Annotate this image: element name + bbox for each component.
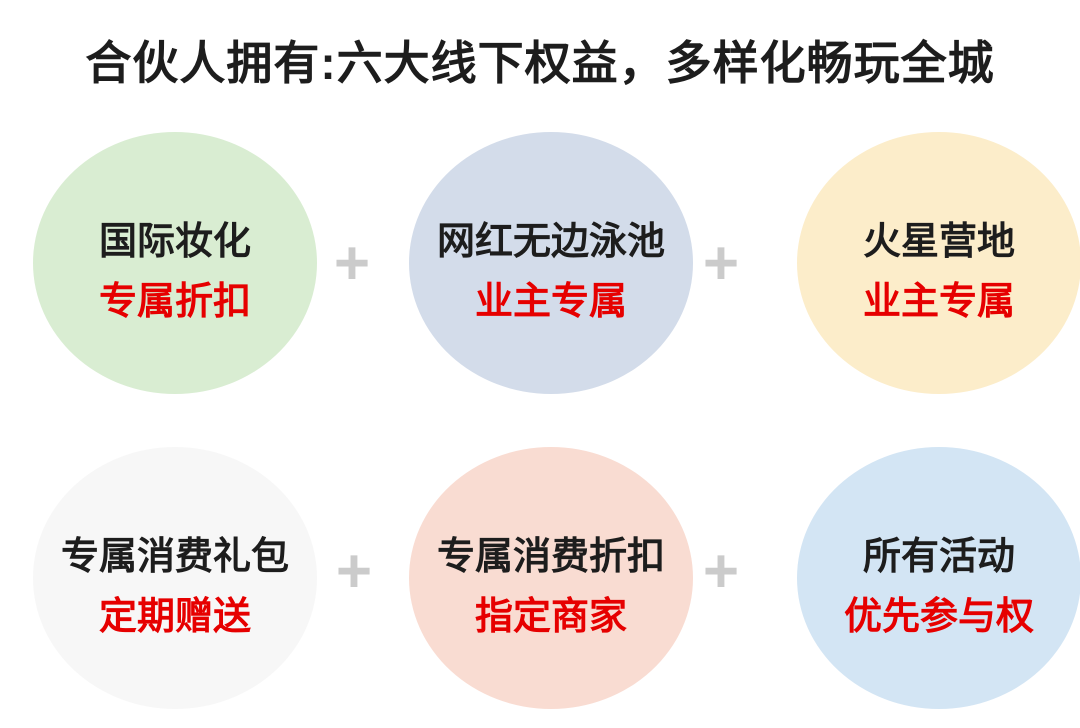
benefit-title: 火星营地 <box>862 221 1015 264</box>
benefit-subtitle: 优先参与权 <box>843 596 1034 638</box>
plus-connector: + <box>702 537 740 606</box>
benefit-circle-consumption-discount: 专属消费折扣 指定商家 <box>409 447 693 709</box>
benefit-circle-mars-camp: 火星营地 业主专属 <box>797 132 1080 394</box>
benefit-title: 专属消费礼包 <box>60 536 289 579</box>
benefit-circle-infinity-pool: 网红无边泳池 业主专属 <box>409 132 693 394</box>
benefit-subtitle: 业主专属 <box>862 281 1015 323</box>
benefit-subtitle: 专属折扣 <box>98 281 251 323</box>
page-title: 合伙人拥有:六大线下权益，多样化畅玩全城 <box>85 37 995 89</box>
benefit-subtitle: 业主专属 <box>474 281 627 323</box>
benefit-subtitle: 定期赠送 <box>98 596 251 638</box>
benefit-circle-gift-package: 专属消费礼包 定期赠送 <box>33 447 317 709</box>
plus-connector: + <box>702 229 740 298</box>
benefit-title: 网红无边泳池 <box>436 221 665 264</box>
benefit-circle-international-cosmetics: 国际妆化 专属折扣 <box>33 132 317 394</box>
benefit-title: 专属消费折扣 <box>436 536 665 579</box>
plus-connector: + <box>333 229 371 298</box>
benefit-subtitle: 指定商家 <box>474 596 627 638</box>
benefit-title: 所有活动 <box>862 536 1015 579</box>
plus-connector: + <box>335 537 373 606</box>
benefit-title: 国际妆化 <box>98 221 251 264</box>
benefit-circle-event-priority: 所有活动 优先参与权 <box>797 447 1080 709</box>
